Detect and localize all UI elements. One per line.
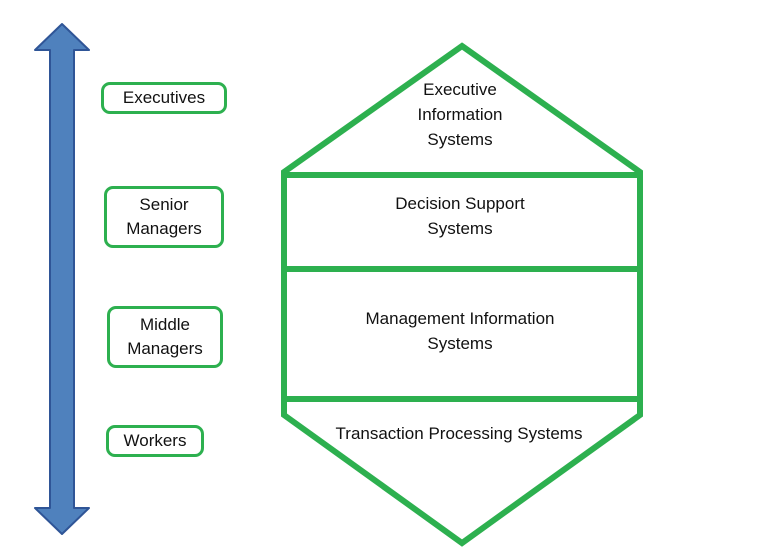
layer-transaction-processing-systems: Transaction Processing Systems xyxy=(335,423,583,443)
role-workers-label: Workers xyxy=(123,431,187,450)
role-senior-managers-label: Senior Managers xyxy=(126,195,202,238)
role-senior-managers: Senior Managers xyxy=(104,186,224,248)
role-executives-label: Executives xyxy=(122,88,206,107)
role-workers: Workers xyxy=(106,425,204,457)
layer-decision-support-systems: Decision Support Systems xyxy=(395,194,525,238)
layer-management-information-systems: Management Information Systems xyxy=(365,309,555,353)
role-middle-managers-label: Middle Managers xyxy=(127,315,203,358)
double-headed-arrow-icon xyxy=(34,23,90,535)
role-executives: Executives xyxy=(101,82,227,114)
role-middle-managers: Middle Managers xyxy=(107,306,223,368)
layer-executive-information-systems: Executive Information Systems xyxy=(417,79,503,149)
